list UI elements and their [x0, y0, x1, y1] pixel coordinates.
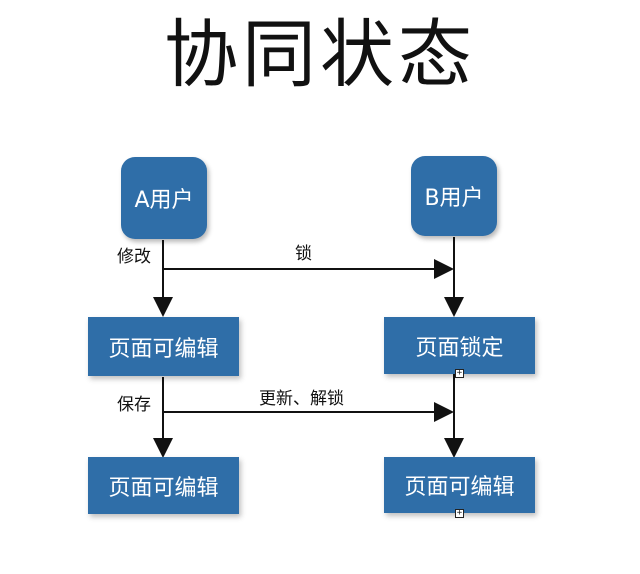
node-b-locked-label: 页面锁定: [415, 335, 504, 361]
node-a-editable-1-label: 页面可编辑: [108, 336, 219, 362]
node-a-editable-2-label: 页面可编辑: [108, 475, 219, 501]
edge-label-modify: 修改: [117, 247, 151, 267]
node-user-b-label: B用户: [424, 186, 484, 211]
page-title: 协同状态: [164, 12, 476, 98]
node-a-editable-2: 页面可编辑: [88, 457, 239, 514]
plus-marker-b-editable: +: [455, 508, 464, 518]
node-user-a: A用户: [121, 157, 207, 239]
edge-label-update-unlock: 更新、解锁: [259, 389, 344, 409]
edge-label-lock: 锁: [295, 244, 312, 264]
node-user-b: B用户: [411, 156, 497, 236]
plus-marker-b-locked: +: [455, 368, 464, 378]
edge-label-save: 保存: [117, 395, 151, 415]
node-b-locked: 页面锁定: [384, 317, 535, 374]
node-b-editable-label: 页面可编辑: [404, 475, 515, 500]
node-b-editable: 页面可编辑: [384, 457, 535, 513]
node-user-a-label: A用户: [134, 188, 194, 213]
node-a-editable-1: 页面可编辑: [88, 317, 239, 376]
